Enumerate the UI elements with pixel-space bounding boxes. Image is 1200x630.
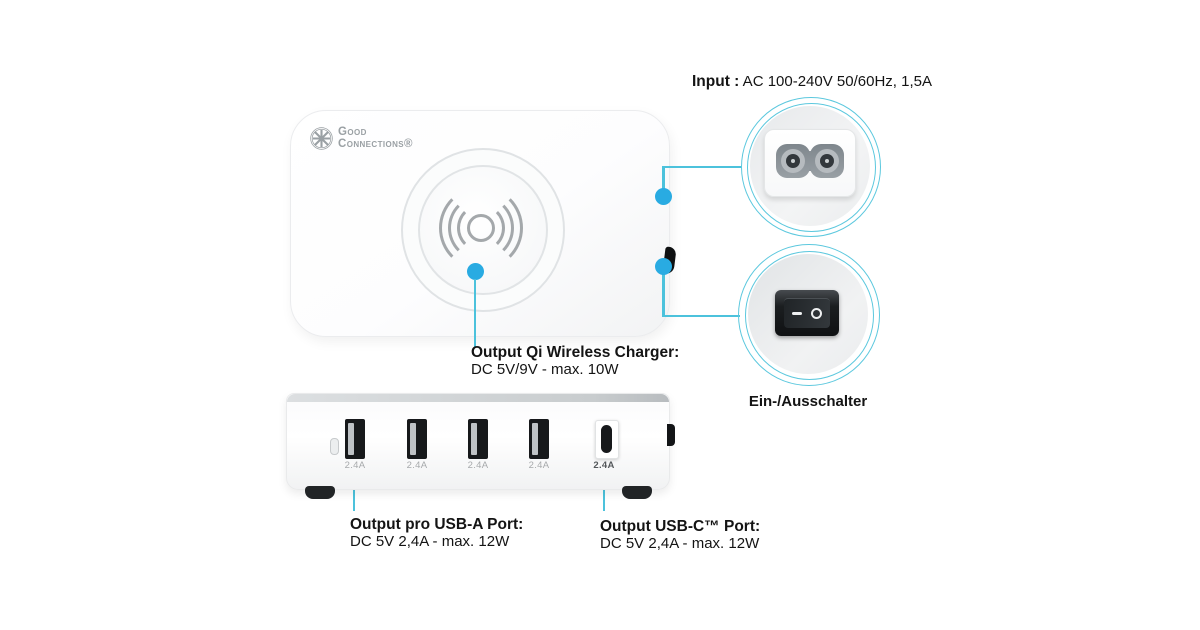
brand-name-line1: Good [338,126,367,138]
power-inlet-pin-left [776,144,810,178]
annotation-input-title: Input : [692,73,740,90]
callout-ring-switch-outer [738,244,880,386]
annotation-usba-spec: DC 5V 2,4A - max. 12W [350,533,510,550]
connector-line-switch-v [662,265,665,317]
callout-ring-power-inlet-inner [746,102,876,232]
power-inlet-pin-right [810,144,844,178]
port-current-label-1: 2.4A [344,460,366,471]
front-top-edge [287,394,669,402]
brand-logo: Good Connections® [310,126,413,150]
annotation-usbc-spec: DC 5V 2,4A - max. 12W [600,535,760,552]
product-front-view: 2.4A 2.4A 2.4A 2.4A 2.4A [286,393,670,490]
callout-ring-power-inlet-outer [741,97,881,237]
annotation-usba-title: Output pro USB-A Port: [350,516,524,533]
annotation-qi-spec: DC 5V/9V - max. 10W [471,361,619,378]
annotation-input-spec: AC 100-240V 50/60Hz, 1,5A [739,73,932,90]
annotation-input: Input : AC 100-240V 50/60Hz, 1,5A [692,73,932,90]
rocker-switch [775,290,839,336]
connector-dot-input [654,187,672,205]
annotation-usbc: Output USB-C™ Port: DC 5V 2,4A - max. 12… [600,518,760,552]
callout-ring-switch-inner [744,250,874,380]
connector-line-input-h [663,165,742,168]
connector-dot-switch [654,257,672,275]
qi-wave-icon [426,186,536,270]
annotation-qi-output: Output Qi Wireless Charger: DC 5V/9V - m… [471,344,679,378]
device-foot-left [305,486,335,499]
switch-on-dash-icon [792,312,802,315]
status-led [330,438,339,455]
usb-a-port-2 [407,419,427,459]
usb-a-port-4 [529,419,549,459]
port-current-label-usbc: 2.4A [593,460,615,471]
connector-dot-qi [466,262,484,280]
rocker-switch-button [784,298,830,328]
callout-photo-switch [748,254,868,374]
annotation-usbc-title: Output USB-C™ Port: [600,518,761,535]
front-side-switch [667,424,675,446]
connector-line-input-v [662,165,665,198]
port-current-label-2: 2.4A [406,460,428,471]
usb-c-port [595,420,619,459]
connector-line-qi [473,279,477,348]
connector-line-switch-h [663,314,740,317]
port-current-label-4: 2.4A [528,460,550,471]
switch-off-circle-icon [811,308,822,319]
product-top-view: Good Connections® [290,110,670,337]
usb-a-port-3 [468,419,488,459]
device-foot-right [622,486,652,499]
power-inlet-socket [764,129,856,197]
annotation-usba: Output pro USB-A Port: DC 5V 2,4A - max.… [350,516,523,550]
callout-photo-power-inlet [750,106,870,226]
brand-emblem-icon [310,127,333,150]
brand-name: Good Connections® [338,126,413,150]
annotation-qi-title: Output Qi Wireless Charger: [471,344,680,361]
brand-name-line2: Connections® [338,137,413,150]
annotation-switch: Ein-/Ausschalter [748,393,868,410]
port-current-label-3: 2.4A [467,460,489,471]
usb-a-port-1 [345,419,365,459]
